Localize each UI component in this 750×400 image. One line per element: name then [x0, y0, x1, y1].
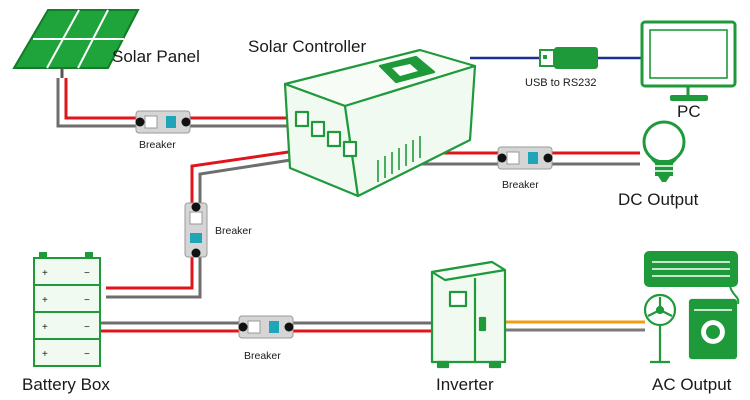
- washing-machine-icon: [688, 298, 738, 360]
- usb-link-label: USB to RS232: [525, 77, 597, 89]
- solar-controller-label: Solar Controller: [248, 37, 366, 56]
- pc-label: PC: [677, 102, 701, 121]
- inverter-icon: [430, 260, 507, 369]
- breaker-label-panel-controller: Breaker: [139, 139, 176, 151]
- svg-text:−: −: [84, 295, 90, 306]
- svg-text:+: +: [42, 322, 48, 333]
- solar-panel-label: Solar Panel: [112, 47, 200, 66]
- breaker-battery-inverter: [238, 315, 294, 339]
- pc-monitor-icon: [640, 20, 737, 101]
- svg-text:−: −: [84, 349, 90, 360]
- svg-text:+: +: [42, 268, 48, 279]
- solar-controller-icon: [283, 48, 477, 198]
- usb-stick-icon: [539, 47, 598, 69]
- battery-terminals: + − + − + − + −: [42, 268, 90, 360]
- solar-panel-icon: [12, 9, 140, 78]
- svg-text:−: −: [84, 322, 90, 333]
- air-conditioner-icon: [644, 251, 740, 305]
- breaker-controller-battery: [184, 202, 208, 258]
- light-bulb-icon: [642, 120, 686, 182]
- svg-text:−: −: [84, 268, 90, 279]
- battery-box-label: Battery Box: [22, 375, 110, 394]
- breaker-label-controller-battery: Breaker: [215, 225, 252, 237]
- breaker-label-battery-inverter: Breaker: [244, 350, 281, 362]
- svg-text:+: +: [42, 349, 48, 360]
- inverter-label: Inverter: [436, 375, 494, 394]
- breaker-label-controller-dc: Breaker: [502, 179, 539, 191]
- battery-box-icon: [33, 252, 101, 367]
- breaker-controller-dc: [497, 146, 553, 170]
- svg-text:+: +: [42, 295, 48, 306]
- dc-output-label: DC Output: [618, 190, 699, 209]
- breaker-panel-controller: [135, 110, 191, 134]
- electric-fan-icon: [643, 293, 677, 364]
- ac-output-label: AC Output: [652, 375, 732, 394]
